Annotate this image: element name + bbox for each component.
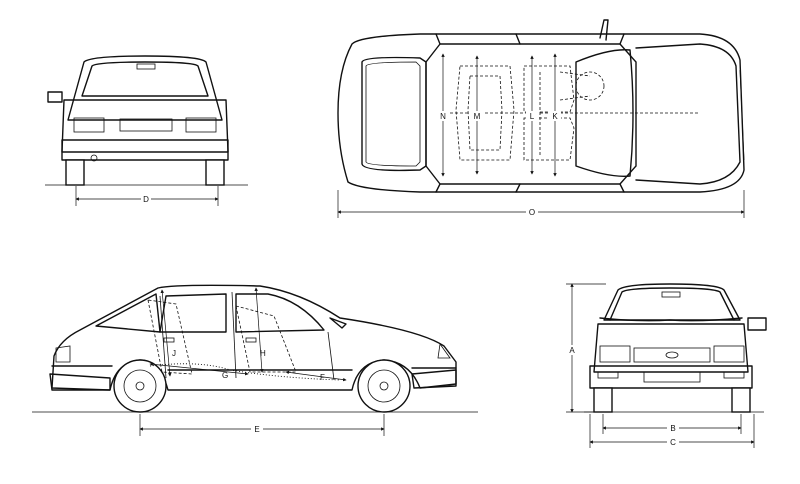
headlight-side xyxy=(437,342,451,359)
label-g: G xyxy=(222,371,228,380)
label-d: D xyxy=(143,195,149,204)
mirror-right xyxy=(747,317,767,331)
front-wheel-left xyxy=(593,387,613,413)
rear-wheel-side xyxy=(113,359,167,413)
rear-lamp-right xyxy=(185,117,217,133)
dimension-f-line xyxy=(285,370,347,382)
rear-door-window xyxy=(159,293,227,333)
front-roof-outline xyxy=(603,283,741,321)
exhaust-pipe xyxy=(90,154,98,162)
front-wheel-right xyxy=(731,387,751,413)
label-j: J xyxy=(172,349,176,358)
top-body-outline xyxy=(337,33,745,193)
front-door-window xyxy=(235,293,325,333)
windscreen-front xyxy=(609,287,735,321)
windscreen-top xyxy=(575,49,634,177)
steering-wheel xyxy=(575,71,605,101)
label-h: H xyxy=(260,349,266,358)
front-bumper-side xyxy=(411,369,457,389)
front-interior-mirror xyxy=(661,291,681,298)
badge xyxy=(665,351,679,359)
label-k: K xyxy=(552,112,558,121)
front-wheel-side xyxy=(357,359,411,413)
label-e: E xyxy=(254,425,259,434)
rear-seat xyxy=(455,65,515,161)
rear-bumper-side xyxy=(49,373,111,391)
rear-window-top xyxy=(361,56,427,172)
front-grille xyxy=(633,347,711,363)
top-view: N M L K O xyxy=(337,19,745,218)
bonnet xyxy=(635,43,741,185)
label-f: F xyxy=(320,373,325,382)
rear-wheel-left xyxy=(65,159,85,186)
side-mirror xyxy=(329,317,347,329)
roof-panel xyxy=(425,43,637,185)
rear-number-plate xyxy=(119,118,173,132)
rear-seat-side xyxy=(147,299,193,375)
label-l: L xyxy=(530,112,535,121)
rear-quarter-window xyxy=(95,293,161,333)
front-bumper xyxy=(589,365,753,389)
rear-door-handle xyxy=(163,337,175,343)
label-a: A xyxy=(569,346,575,355)
front-door-handle xyxy=(245,337,257,343)
rear-body xyxy=(61,99,229,153)
dimension-g-line xyxy=(149,362,249,376)
rear-view: D xyxy=(45,55,248,206)
label-o: O xyxy=(529,208,535,217)
rear-roof-outline xyxy=(67,55,223,121)
front-body xyxy=(593,323,749,373)
rear-lamp-left xyxy=(73,117,105,133)
label-m: M xyxy=(474,112,481,121)
side-view: J H G F E xyxy=(32,284,478,436)
front-view: A B C xyxy=(566,283,767,448)
antenna xyxy=(599,19,609,41)
rear-brake-light xyxy=(136,63,156,70)
rear-bumper xyxy=(61,139,229,161)
front-seat-left xyxy=(523,65,575,113)
rear-window xyxy=(81,61,209,97)
dimension-h-line xyxy=(254,287,264,373)
mirror-left xyxy=(47,91,63,103)
label-n: N xyxy=(440,112,446,121)
rear-wheel-right xyxy=(205,159,225,186)
label-b: B xyxy=(670,424,675,433)
front-seat-right xyxy=(523,117,575,161)
headlight-right xyxy=(713,345,745,363)
headlight-left xyxy=(599,345,631,363)
label-c: C xyxy=(670,438,676,447)
front-number-plate xyxy=(643,371,701,383)
front-seat-side xyxy=(235,305,297,373)
dimension-j-line xyxy=(160,289,172,377)
tail-lamp-side xyxy=(55,345,71,363)
